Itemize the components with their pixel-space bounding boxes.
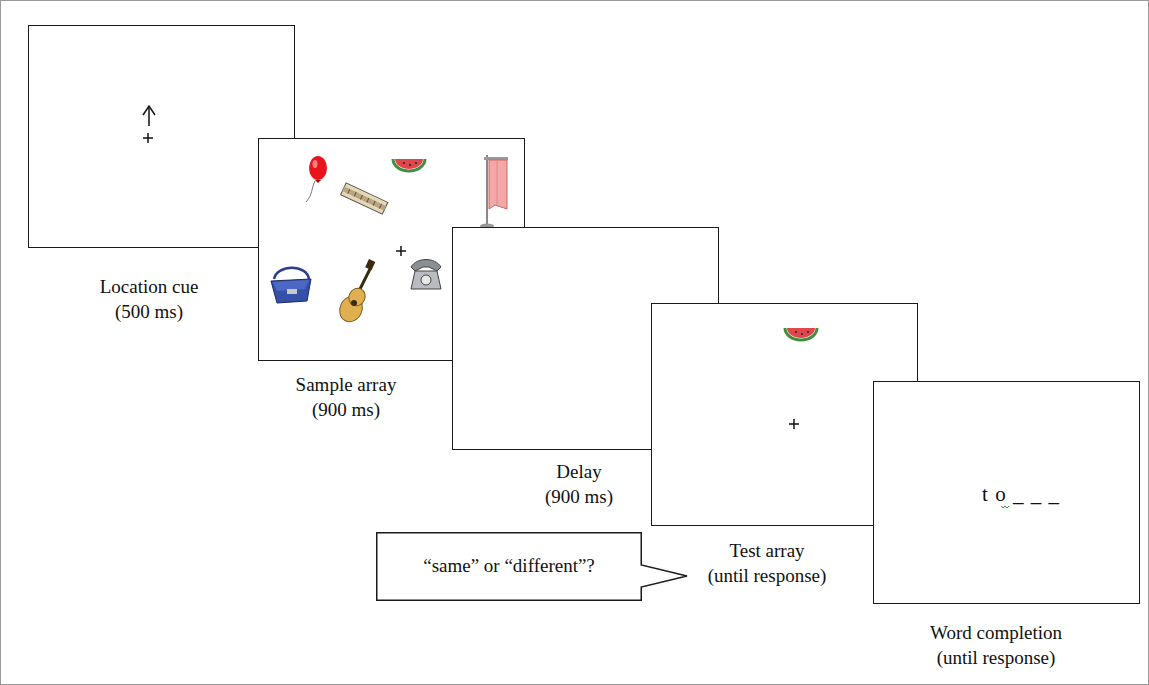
bubble-text: “same” or “different”? [423, 555, 595, 577]
word-stem: t o _ _ _ [982, 482, 1060, 507]
speech-bubble: “same” or “different”? [376, 532, 688, 601]
cue-illustration [29, 26, 296, 249]
screen-caption: Location cue (500 ms) [100, 274, 199, 324]
screen-caption: Word completion (until response) [930, 620, 1062, 670]
screen-caption: Delay (900 ms) [545, 459, 613, 509]
screen-caption: Sample array (900 ms) [296, 372, 397, 422]
screen-frame: Location cue (500 ms) [28, 25, 295, 248]
screen-frame: t o _ _ _Word completion (until response… [873, 381, 1140, 604]
screen-caption: Test array (until response) [708, 538, 827, 588]
